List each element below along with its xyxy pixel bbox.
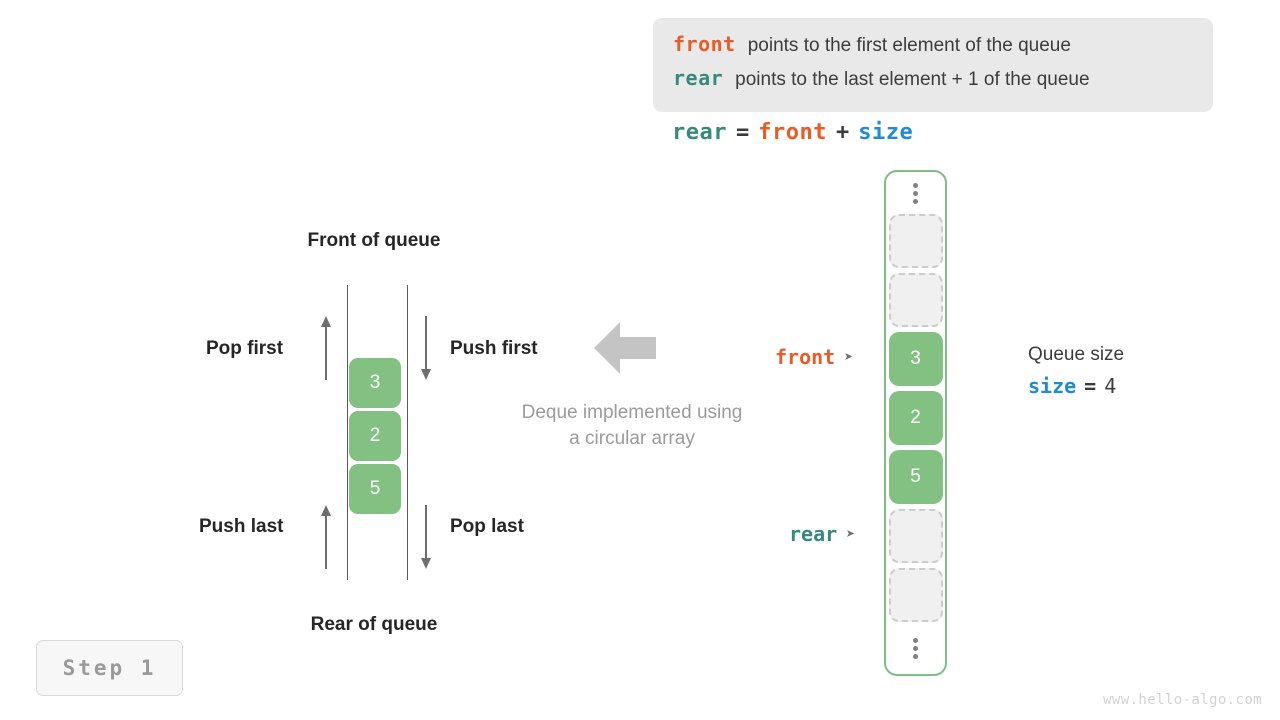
rear-keyword: rear: [673, 66, 724, 90]
front-pointer-label: front: [775, 345, 836, 369]
caption-line-2: a circular array: [569, 428, 695, 449]
front-pointer: front ➤: [775, 345, 853, 369]
array-cell: [888, 214, 943, 268]
deque-rail-right: [407, 285, 408, 580]
rear-formula: rear = front + size: [672, 120, 913, 145]
bottom-ellipsis-icon: [913, 627, 918, 669]
pointer-definitions-box: front points to the first element of the…: [653, 18, 1213, 112]
push-last-label: Push last: [199, 516, 284, 537]
array-cell: 3: [888, 332, 943, 386]
front-keyword: front: [673, 32, 736, 56]
formula-equals: =: [735, 120, 750, 145]
rear-of-queue-label: Rear of queue: [310, 614, 438, 635]
rear-pointer-arrow-icon: ➤: [846, 525, 856, 543]
array-cell: [888, 509, 943, 563]
size-equals: =: [1084, 374, 1097, 398]
queue-size-note: Queue size size = 4: [1028, 344, 1124, 398]
rear-pointer: rear ➤: [789, 522, 855, 546]
deque-cell: 2: [349, 411, 401, 461]
array-cell: 2: [888, 391, 943, 445]
pop-last-arrow-down-icon: [421, 505, 431, 569]
front-definition-line: front points to the first element of the…: [673, 32, 1193, 66]
queue-size-expression: size = 4: [1028, 374, 1124, 398]
deque-cell: 3: [349, 358, 401, 408]
array-cell: 5: [888, 450, 943, 504]
size-value: 4: [1104, 374, 1117, 398]
caption-line-1: Deque implemented using: [521, 402, 743, 423]
deque-cell-list: 3 2 5: [349, 358, 401, 517]
formula-front-keyword: front: [758, 120, 827, 145]
formula-size-keyword: size: [858, 120, 914, 145]
deque-rail-left: [347, 285, 348, 580]
diagram-caption: Deque implemented using a circular array: [472, 400, 792, 452]
formula-rear-keyword: rear: [672, 120, 727, 145]
deque-cell: 5: [349, 464, 401, 514]
top-ellipsis-icon: [913, 172, 918, 214]
front-pointer-arrow-icon: ➤: [844, 348, 854, 366]
size-keyword: size: [1028, 374, 1077, 398]
step-badge: Step 1: [36, 640, 183, 696]
rear-definition-line: rear points to the last element + 1 of t…: [673, 66, 1193, 100]
queue-size-title: Queue size: [1028, 344, 1125, 365]
rear-pointer-label: rear: [789, 522, 838, 546]
array-cell: [888, 273, 943, 327]
push-first-arrow-down-icon: [421, 316, 431, 380]
pop-last-label: Pop last: [450, 516, 524, 537]
formula-plus: +: [835, 120, 850, 145]
pop-first-label: Pop first: [206, 338, 284, 359]
pop-first-arrow-up-icon: [321, 316, 331, 380]
front-of-queue-label: Front of queue: [307, 230, 441, 251]
push-first-label: Push first: [450, 338, 538, 359]
circular-array-container: 3 2 5: [884, 170, 947, 676]
watermark: www.hello-algo.com: [1103, 692, 1262, 708]
array-cell: [888, 568, 943, 622]
front-definition-text: points to the first element of the queue: [747, 35, 1071, 56]
rear-definition-text: points to the last element + 1 of the qu…: [735, 69, 1090, 90]
left-pointing-arrow-icon: [594, 322, 656, 374]
push-last-arrow-up-icon: [321, 505, 331, 569]
